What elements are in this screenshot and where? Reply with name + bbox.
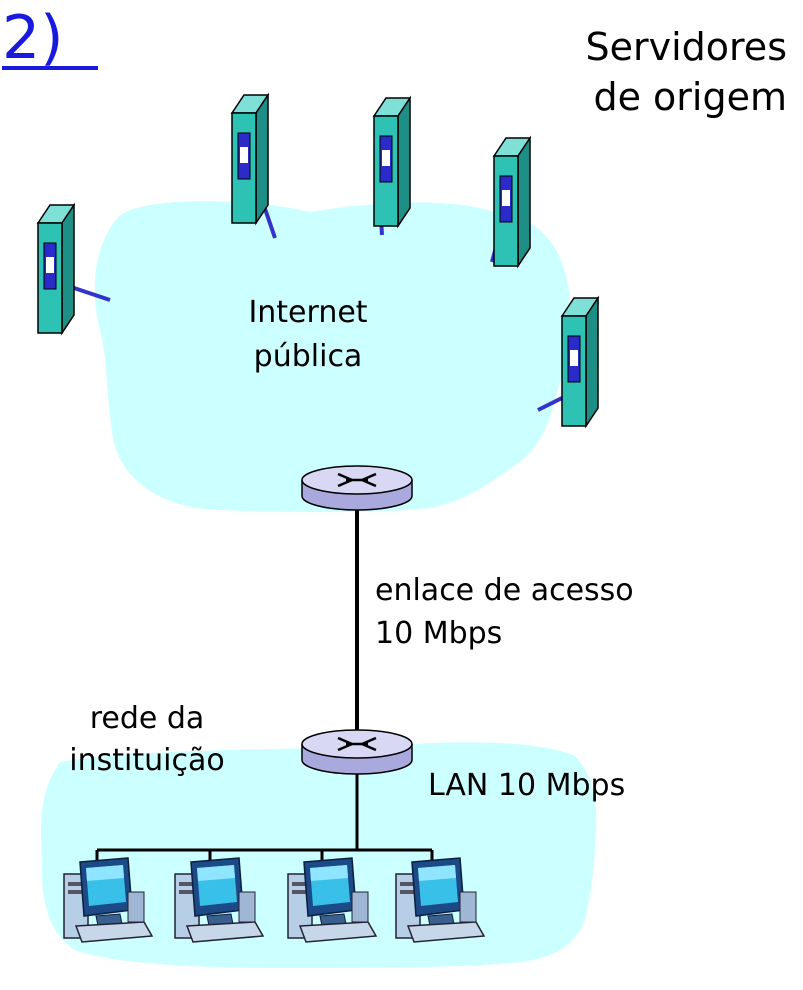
server-icon bbox=[561, 297, 599, 427]
internet-label-line1: Internet bbox=[248, 295, 367, 330]
server-icon bbox=[373, 97, 411, 227]
router-icon bbox=[300, 728, 414, 776]
servers-title-line2: de origem bbox=[593, 75, 787, 119]
internet-cloud bbox=[94, 201, 571, 512]
server-icon bbox=[231, 94, 269, 224]
servers-title-line1: Servidores bbox=[585, 25, 787, 69]
slide-marker: 2) bbox=[2, 3, 98, 73]
internet-label-line2: pública bbox=[254, 339, 363, 374]
access-link-label-line1: enlace de acesso bbox=[375, 573, 634, 608]
lan-label: LAN 10 Mbps bbox=[428, 768, 625, 803]
institution-label-line2: instituição bbox=[69, 743, 224, 778]
access-link-label-line2: 10 Mbps bbox=[375, 616, 502, 651]
slide-marker-text: 2) bbox=[2, 3, 64, 73]
router-icon bbox=[300, 464, 414, 512]
institution-label-line1: rede da bbox=[90, 701, 205, 736]
server-icon bbox=[493, 137, 531, 267]
server-icon bbox=[37, 204, 75, 334]
